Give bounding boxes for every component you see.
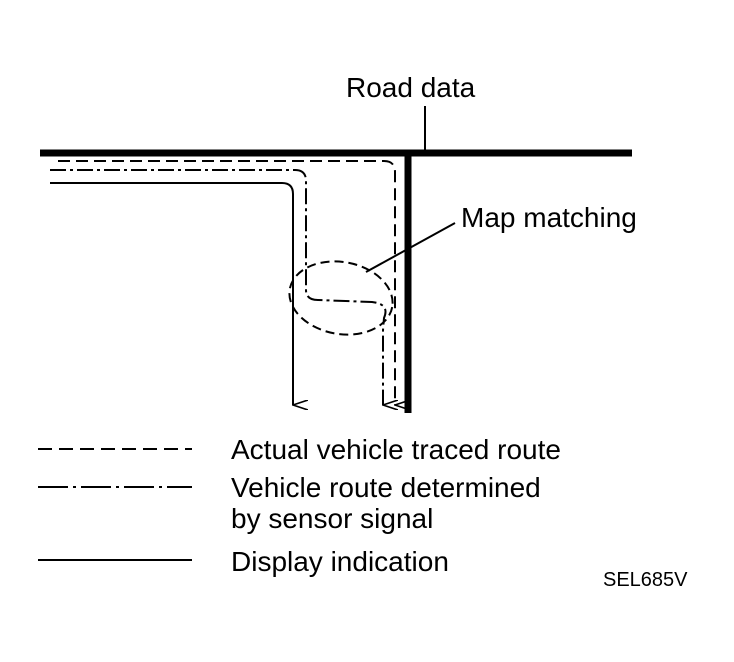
legend-label-display: Display indication: [231, 546, 449, 577]
figure-code: SEL685V: [603, 569, 688, 591]
legend-label-sensor-route: Vehicle route determined by sensor signa…: [231, 472, 549, 534]
map-matching-leader: [365, 222, 456, 273]
display-route-line: [50, 182, 293, 405]
map-matching-label: Map matching: [461, 202, 637, 233]
map-matching-ellipse: [288, 260, 394, 336]
sensor-route-line: [50, 169, 386, 405]
road-data-label: Road data: [346, 72, 476, 103]
actual-route-line: [58, 160, 395, 405]
legend-label-actual-route: Actual vehicle traced route: [231, 434, 561, 465]
